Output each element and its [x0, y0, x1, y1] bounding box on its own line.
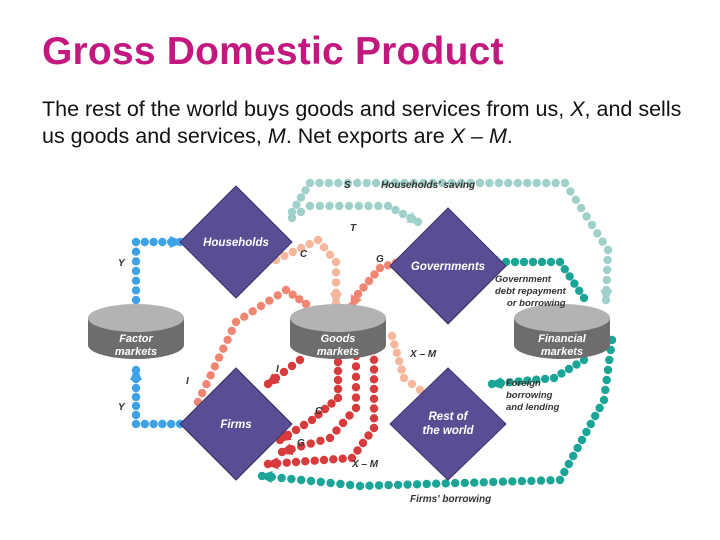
label-gov-debt-1: Government — [495, 274, 552, 285]
financial-markets-label-2: markets — [541, 346, 583, 358]
flow-consumption-top — [271, 235, 342, 308]
rest-of-world-label-2: the world — [422, 425, 474, 437]
governments-node: Governments — [389, 207, 507, 325]
label-foreign-2: borrowing — [506, 390, 553, 401]
label-t: T — [350, 223, 357, 234]
flow-y-top — [131, 236, 185, 305]
label-s: S — [344, 180, 351, 191]
factor-markets-label-2: markets — [115, 346, 157, 358]
label-gov-debt-2: debt repayment — [495, 286, 567, 297]
flow-households-saving — [287, 178, 613, 305]
page-title: Gross Domestic Product — [42, 30, 504, 73]
financial-markets-disk: Financial markets — [514, 304, 610, 359]
flow-consumption-bottom — [275, 357, 343, 445]
label-firms-borrowing: Firms' borrowing — [410, 494, 491, 505]
goods-markets-label-2: markets — [317, 346, 359, 358]
households-node: Households — [179, 185, 293, 299]
label-i-right: I — [276, 364, 279, 375]
label-foreign-3: and lending — [506, 402, 560, 413]
arrowhead — [170, 236, 184, 248]
financial-markets-label-1: Financial — [538, 333, 587, 345]
flow-firms-borrowing — [257, 335, 617, 491]
arrowhead — [406, 212, 422, 224]
rest-of-world-label-1: Rest of — [429, 411, 469, 423]
label-gov-debt-3: or borrowing — [507, 298, 566, 309]
governments-label: Governments — [411, 261, 485, 273]
flow-investment-right — [263, 355, 305, 389]
flow-foreign-borrowing — [487, 355, 589, 390]
label-c-top: C — [300, 249, 308, 260]
label-x-minus-m-bottom: X – M — [351, 459, 379, 470]
arrowhead — [488, 377, 503, 390]
flow-taxes — [287, 201, 423, 227]
label-y-top: Y — [118, 258, 126, 269]
firms-label: Firms — [220, 419, 251, 431]
label-x-minus-m-mid: X – M — [409, 349, 437, 360]
firms-node: Firms — [179, 367, 293, 481]
flow-lines — [130, 178, 617, 491]
households-label: Households — [203, 237, 269, 249]
label-y-bottom: Y — [118, 402, 126, 413]
arrowhead — [264, 457, 279, 470]
arrowhead — [330, 293, 342, 307]
flow-net-exports-bottom — [263, 345, 379, 470]
goods-markets-disk: Goods markets — [290, 304, 386, 359]
factor-markets-label-1: Factor — [119, 333, 153, 345]
arrowhead — [278, 443, 294, 455]
arrowhead — [600, 289, 613, 304]
goods-markets-label-1: Goods — [321, 333, 356, 345]
page-subtitle: The rest of the world buys goods and ser… — [42, 97, 682, 148]
label-foreign-1: Foreign — [506, 378, 541, 389]
rest-of-world-node: Rest of the world — [389, 367, 507, 481]
flow-net-exports-mid — [387, 331, 425, 395]
factor-markets-disk: Factor markets — [88, 304, 184, 359]
label-households-saving: Households' saving — [381, 180, 475, 191]
arrowhead — [276, 429, 292, 443]
arrowhead — [264, 373, 280, 387]
flow-investment-left — [193, 285, 329, 407]
label-c-bottom: C — [315, 406, 323, 417]
flow-y-bottom — [130, 365, 185, 429]
label-g-bottom: G — [297, 438, 305, 449]
arrowhead — [258, 471, 273, 483]
label-i-left: I — [186, 376, 189, 387]
label-g-top: G — [376, 254, 384, 265]
arrowhead — [130, 366, 142, 380]
